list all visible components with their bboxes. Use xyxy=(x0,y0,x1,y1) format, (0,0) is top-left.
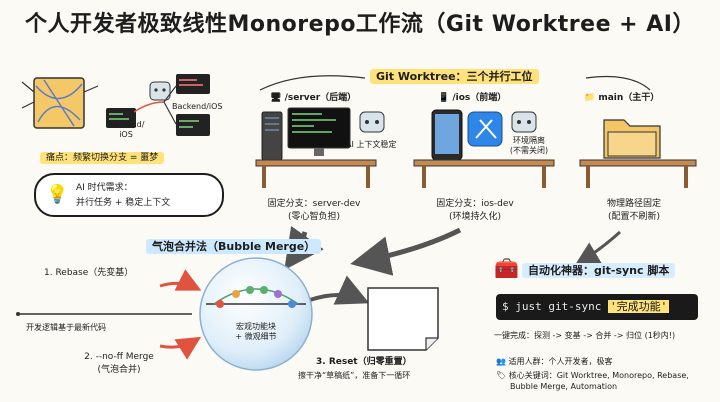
bubble-caption1: 宏观功能块 xyxy=(236,322,276,331)
ios-desk-illustration xyxy=(413,109,555,188)
server-desk-illustration xyxy=(255,107,385,188)
pain-illustration xyxy=(14,72,214,150)
backend-ios-label: Backend/iOS xyxy=(172,102,223,111)
lightbulb-icon: 💡 xyxy=(46,184,69,205)
audience-row: 👥 适用人群：个人开发者，极客 xyxy=(496,356,613,367)
step3-caption: 擦干净“草稿纸”，准备下一循环 xyxy=(298,371,411,380)
pain-caption: 痛点：频繁切换分支 = 噩梦 xyxy=(40,150,165,164)
audience-text: 适用人群：个人开发者，极客 xyxy=(508,357,613,366)
ai-need-line1: AI 时代需求： xyxy=(76,183,133,193)
server-caption: 固定分支：server-dev (零心智负担) xyxy=(252,196,376,222)
automation-header-text: 自动化神器：git-sync 脚本 xyxy=(522,263,676,278)
pain-caption-text: 痛点：频繁切换分支 = 噩梦 xyxy=(40,152,165,164)
step1-caption: 开发逻辑基于最新代码 xyxy=(26,323,106,332)
keywords-line1: 核心关键词：Git Worktree, Monorepo, Rebase, xyxy=(508,371,689,380)
bubble-header: 气泡合并法（Bubble Merge） xyxy=(146,238,322,254)
merge-bubble xyxy=(199,257,313,371)
server-path-text: /server（后端） xyxy=(284,93,357,103)
worktree-header: Git Worktree：三个并行工位 xyxy=(370,68,539,84)
folder-icon: 📁 xyxy=(584,93,596,103)
step2-label: 2. --no-ff Merge (气泡合并) xyxy=(64,352,174,375)
toolbox-icon: 🧰 xyxy=(494,256,519,280)
server-path: 🖥 /server（后端） xyxy=(270,90,356,103)
main-caption1: 物理路径固定 xyxy=(606,199,661,209)
backend-label: Backend/ iOS xyxy=(104,120,148,140)
backend-text: Backend/ xyxy=(107,120,145,129)
main-caption: 物理路径固定 (配置不刷新) xyxy=(584,196,684,222)
server-caption1: 固定分支：server-dev xyxy=(267,199,361,209)
ios-path-text: /ios（前端） xyxy=(452,93,507,103)
bubble-caption: 宏观功能块 + 微观细节 xyxy=(216,322,296,342)
command-prefix: $ just git-sync xyxy=(502,300,608,313)
ai-need-line2: 并行任务 + 稳定上下文 xyxy=(76,198,171,208)
main-path-text: main（主干） xyxy=(598,93,660,103)
worktree-header-text: Git Worktree：三个并行工位 xyxy=(370,69,539,84)
server-robot-caption: AI 上下文稳定 xyxy=(346,140,397,149)
automation-flow: 一键完成：探测 -> 变基 -> 合并 -> 归位 (1秒内!) xyxy=(494,331,676,340)
monitor-icon: 🖥 xyxy=(270,93,282,103)
command-arg: '完成功能' xyxy=(607,300,670,313)
bubble-caption2: + 微观细节 xyxy=(235,332,277,341)
ios-path: 📱 /ios（前端） xyxy=(438,90,506,103)
step3-label: 3. Reset（归零重置） xyxy=(316,357,412,367)
worktree-header-arrows xyxy=(259,75,651,91)
tag-icon: 🏷 xyxy=(496,371,507,380)
ios-text: iOS xyxy=(119,130,133,139)
git-sync-terminal: $ just git-sync '完成功能' xyxy=(496,294,698,320)
base-branch-line xyxy=(16,312,192,316)
ios-robot-caption1: 环境隔离 xyxy=(513,136,545,145)
ios-caption1: 固定分支：ios-dev xyxy=(436,199,514,209)
tangled-branches-icon xyxy=(21,74,210,136)
people-icon: 👥 xyxy=(496,357,506,366)
ios-robot-caption2: (不需关闭) xyxy=(509,146,549,155)
main-desk-illustration xyxy=(579,119,697,188)
ios-robot-caption: 环境隔离 (不需关闭) xyxy=(504,136,554,156)
automation-header: 自动化神器：git-sync 脚本 xyxy=(522,262,676,278)
page-title: 个人开发者极致线性Monorepo工作流（Git Worktree + AI） xyxy=(25,12,695,37)
keywords-line2: Bubble Merge, Automation xyxy=(510,382,618,391)
step1-label: 1. Rebase（先变基） xyxy=(44,268,134,278)
step2-line2: (气泡合并) xyxy=(97,365,141,375)
server-caption2: (零心智负担) xyxy=(287,212,341,222)
main-caption2: (配置不刷新) xyxy=(607,212,661,222)
phone-icon: 📱 xyxy=(438,93,450,103)
step2-line1: 2. --no-ff Merge xyxy=(84,352,154,362)
ios-caption2: (环境持久化) xyxy=(448,212,502,222)
main-path: 📁 main（主干） xyxy=(584,90,659,103)
keywords-row: 🏷 核心关键词：Git Worktree, Monorepo, Rebase, … xyxy=(496,370,689,392)
bubble-header-text: 气泡合并法（Bubble Merge） xyxy=(146,239,322,254)
ai-need-cloud: 💡 AI 时代需求： 并行任务 + 稳定上下文 xyxy=(34,173,224,217)
ios-caption: 固定分支：ios-dev (环境持久化) xyxy=(420,196,530,222)
blank-paper-icon xyxy=(367,287,439,351)
